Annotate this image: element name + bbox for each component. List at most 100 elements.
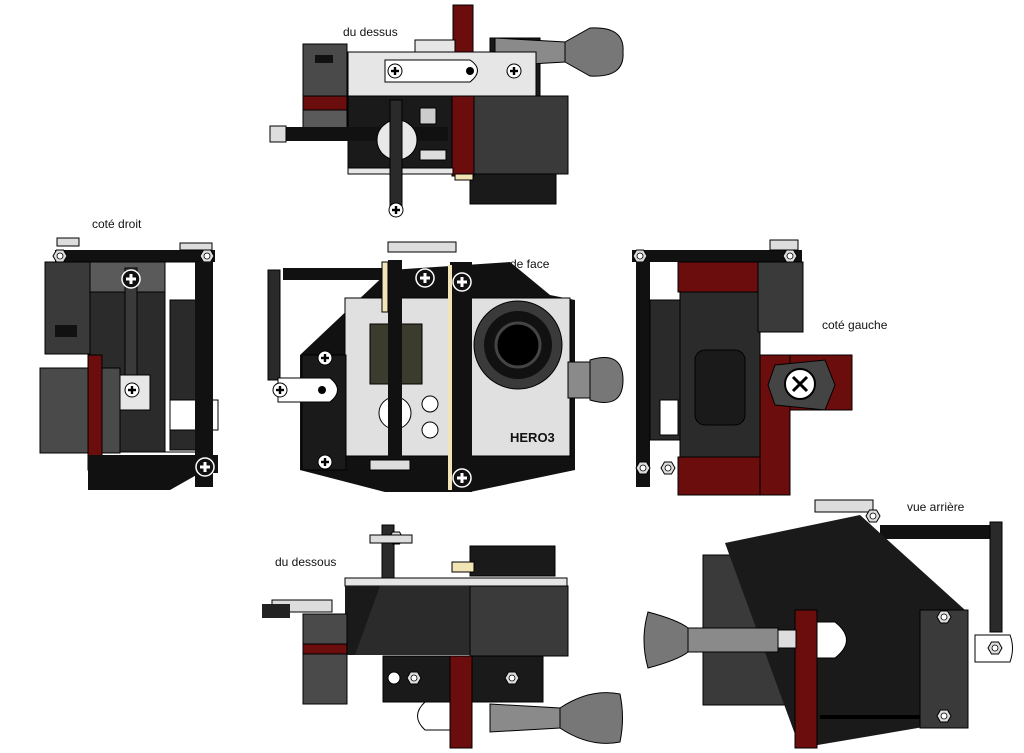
rear-handle (643, 611, 779, 669)
maroon-strap-side (451, 95, 475, 177)
base-wedge (88, 473, 200, 490)
hinge-plate (414, 39, 456, 53)
base-plate (88, 455, 218, 473)
bottom-knob (417, 701, 451, 731)
servo-horn (384, 59, 478, 83)
left-vertical-rail (636, 262, 650, 487)
front-strap (450, 262, 472, 492)
front-horn (277, 377, 338, 403)
servo-screw-bottom (317, 454, 333, 470)
vertical-arm (389, 99, 403, 211)
clamp-screw (506, 63, 522, 79)
camera-top (469, 95, 569, 175)
left-rail-nut-right (782, 249, 798, 263)
close-icon (791, 375, 809, 393)
front-rod-vertical (267, 269, 281, 381)
horn-hub-icon (466, 67, 474, 75)
bottom-arm-bracket (369, 534, 413, 544)
bracket-block (419, 107, 437, 125)
front-screw-top-left (415, 268, 435, 288)
servo-body (302, 43, 348, 97)
left-top-bracket (769, 239, 799, 251)
rear-rod (880, 525, 992, 539)
vertical-rail (195, 262, 213, 487)
control-rod (285, 127, 448, 141)
front-screw-top-right (452, 272, 472, 292)
front-base-bracket (369, 459, 411, 471)
rear-view-drawing (643, 499, 1013, 749)
front-strap-edge (448, 265, 452, 490)
left-spacer (659, 399, 679, 436)
bottom-maroon-strap (449, 655, 473, 749)
top-rail (55, 250, 215, 262)
front-view-drawing: HERO3 (267, 241, 624, 492)
bottom-housing-face (355, 586, 470, 655)
rear-maroon-strap (794, 609, 818, 749)
bottom-camera (469, 585, 569, 657)
front-horn-hub-icon (318, 386, 326, 394)
label-front-view: de face (510, 257, 550, 271)
front-rod (283, 268, 388, 280)
camera-brand: HERO3 (510, 430, 555, 445)
bottom-spacer (451, 561, 475, 573)
top-bracket (56, 237, 80, 247)
rear-rod-vertical (989, 521, 1003, 633)
front-spacer (381, 261, 389, 313)
rear-housing (725, 515, 965, 748)
front-vertical-arm (388, 260, 402, 490)
left-door (694, 349, 746, 426)
rail-nut-left (52, 249, 68, 263)
camera-back (469, 173, 557, 205)
left-base-nut-right (660, 461, 676, 475)
bottom-view-drawing (262, 524, 623, 749)
servo-lower (39, 367, 121, 454)
servo-front (301, 354, 347, 471)
right-side-drawing (39, 237, 219, 490)
base-screw (195, 457, 215, 477)
servo-switch (315, 55, 333, 63)
rail-nut-right (199, 249, 215, 263)
pivot-screw (124, 382, 140, 398)
arm-screw (388, 202, 404, 218)
hinge-top (387, 241, 457, 253)
rear-horn-nut (987, 641, 1003, 655)
servo-screw-top (317, 350, 333, 366)
label-top-view: du dessus (343, 25, 398, 39)
left-maroon-bottom (677, 456, 761, 496)
bottom-handle (489, 692, 623, 744)
bottom-nut-left (406, 671, 422, 685)
bottom-dot (387, 671, 401, 685)
left-side-drawing (632, 239, 853, 496)
top-view-drawing (269, 4, 624, 218)
rod-end (269, 125, 287, 143)
front-screw-bottom-right (452, 468, 472, 488)
bottom-maroon (302, 643, 348, 655)
rear-servo-nut-top (936, 610, 952, 624)
top-bracket-right (179, 242, 213, 251)
left-maroon-top (677, 261, 759, 293)
bottom-nut-right (504, 671, 520, 685)
linkage-top-screw (121, 269, 141, 289)
left-rail-nut-left (632, 249, 648, 263)
left-top-rail (632, 250, 802, 262)
rear-base-line (820, 715, 920, 719)
bottom-servo-top (302, 613, 348, 645)
wifi-button (421, 421, 439, 439)
label-bottom-view: du dessous (275, 555, 337, 569)
left-servo (757, 261, 804, 333)
bottom-rod-end (262, 604, 290, 618)
label-rear-view: vue arrière (907, 500, 965, 514)
rear-top-bracket (814, 499, 874, 513)
bracket-nut (419, 149, 447, 161)
horn-screw (387, 63, 403, 79)
lens-inner (494, 321, 542, 369)
label-left-side-view: coté gauche (822, 318, 888, 332)
front-handle (567, 357, 624, 403)
rear-top-nut (865, 509, 881, 523)
bottom-rail (344, 577, 568, 587)
rear-knob-stem (777, 629, 797, 649)
servo-side (44, 261, 91, 355)
maroon-plate (302, 95, 348, 111)
maroon-strap-right (87, 354, 103, 471)
